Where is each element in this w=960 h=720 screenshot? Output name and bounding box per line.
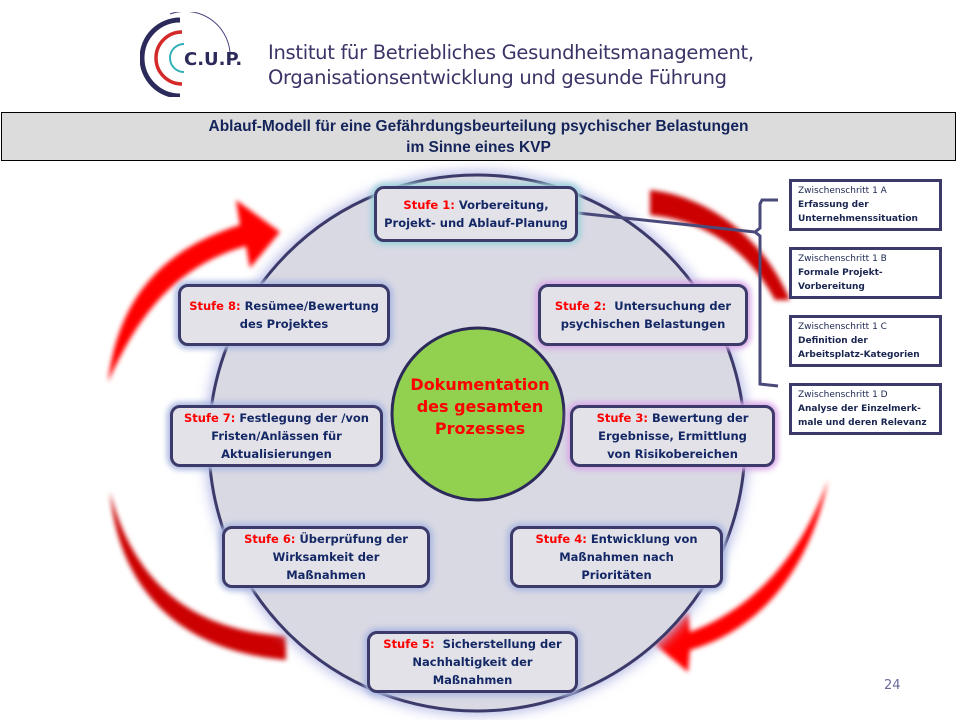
page-number: 24 — [884, 678, 901, 693]
institute-line-2: Organisationsentwicklung und gesunde Füh… — [268, 66, 727, 89]
substep-1a-title: Zwischenschritt 1 A — [798, 186, 887, 196]
stage-7-text-line-3: Aktualisierungen — [221, 447, 332, 461]
logo-outer-arc — [140, 17, 181, 97]
stage-1-label: Stufe 1: — [403, 198, 455, 212]
substep-1d-line-2: male und deren Relevanz — [798, 418, 927, 428]
substep-1c-line-2: Arbeitsplatz-Kategorien — [798, 350, 920, 360]
substep-1b-title: Zwischenschritt 1 B — [798, 254, 887, 264]
stage-8-box: Stufe 8: Resümee/Bewertung des Projektes — [178, 284, 390, 346]
stage-5-text-line-3: Maßnahmen — [432, 673, 513, 687]
center-circle — [390, 326, 566, 502]
stage-6-label: Stufe 6: — [244, 532, 296, 546]
substeps-bracket — [752, 198, 779, 388]
stage-5-box: Stufe 5: Sicherstellung der Nachhaltigke… — [367, 631, 578, 693]
stage-7-text-line-2: Fristen/Anlässen für — [211, 429, 342, 443]
substep-1a-line-2: Unternehmenssituation — [798, 214, 918, 224]
connector-line — [577, 211, 756, 234]
stage-2-label: Stufe 2: — [554, 299, 607, 313]
logo-text: C.U.P. — [184, 49, 242, 70]
substep-1d-line-1: Analyse der Einzelmerk- — [798, 404, 921, 414]
stage-4-text-line-3: Prioritäten — [581, 568, 652, 582]
institute-name: Institut für Betriebliches Gesundheitsma… — [268, 40, 754, 90]
arrow-bottom-right — [652, 480, 828, 672]
substep-1b-line-2: Vorbereitung — [798, 282, 865, 292]
substep-1c-line-1: Definition der — [798, 336, 868, 346]
title-line-1: Ablauf-Modell für eine Gefährdungsbeurte… — [208, 118, 749, 135]
substep-1c-title: Zwischenschritt 1 C — [798, 322, 887, 332]
stage-2-text-line-2: psychischen Belastungen — [560, 317, 726, 331]
logo-red-arc — [154, 30, 183, 86]
stage-3-text-line-3: von Risikobereichen — [607, 447, 738, 461]
stage-6-text-line-3: Maßnahmen — [286, 568, 366, 582]
stage-7-text-line-1: Festlegung der /von — [239, 411, 369, 425]
stage-1-box: Stufe 1: Vorbereitung, Projekt- und Abla… — [374, 186, 578, 242]
stage-3-text-line-2: Ergebnisse, Ermittlung — [598, 429, 747, 443]
stage-3-text-line-1: Bewertung der — [651, 411, 749, 425]
stage-6-text-line-1: Überprüfung der — [299, 532, 408, 546]
stage-6-text-line-2: Wirksamkeit der — [272, 550, 380, 564]
substep-1d-box: Zwischenschritt 1 D Analyse der Einzelme… — [789, 383, 942, 435]
stage-8-label: Stufe 8: — [189, 299, 241, 313]
substep-1a-line-1: Erfassung der — [798, 200, 869, 210]
stage-4-text-line-1: Entwicklung von — [590, 532, 698, 546]
stage-8-text-line-1: Resümee/Bewertung — [244, 299, 379, 313]
stage-3-box: Stufe 3: Bewertung der Ergebnisse, Ermit… — [570, 405, 775, 467]
substep-1a-box: Zwischenschritt 1 A Erfassung der Untern… — [789, 179, 942, 231]
stage-5-text-line-2: Nachhaltigkeit der — [412, 655, 533, 669]
center-line-3: Prozesses — [434, 419, 526, 438]
center-line-1: Dokumentation — [410, 375, 550, 394]
substep-1b-box: Zwischenschritt 1 B Formale Projekt- Vor… — [789, 247, 942, 299]
stage-7-box: Stufe 7: Festlegung der /von Fristen/Anl… — [170, 405, 383, 467]
substep-1d-title: Zwischenschritt 1 D — [798, 390, 888, 400]
logo-teal-arc — [169, 43, 185, 73]
stage-5-label: Stufe 5: — [383, 637, 435, 651]
arrow-top-left — [108, 200, 280, 382]
stage-4-label: Stufe 4: — [535, 532, 587, 546]
stage-4-box: Stufe 4: Entwicklung von Maßnahmen nach … — [510, 526, 723, 588]
stage-1-text-line-2: Projekt- und Ablauf-Planung — [384, 216, 568, 230]
institute-line-1: Institut für Betriebliches Gesundheitsma… — [268, 41, 754, 64]
title-bar: Ablauf-Modell für eine Gefährdungsbeurte… — [1, 112, 956, 161]
center-line-2: des gesamten — [416, 397, 544, 416]
cup-logo: C.U.P. — [140, 12, 242, 97]
stage-6-box: Stufe 6: Überprüfung der Wirksamkeit der… — [222, 526, 430, 588]
arrow-bottom-left — [110, 492, 286, 660]
stage-7-label: Stufe 7: — [184, 411, 236, 425]
stage-2-box: Stufe 2: Untersuchung der psychischen Be… — [538, 284, 748, 346]
substep-1c-box: Zwischenschritt 1 C Definition der Arbei… — [789, 315, 942, 367]
stage-4-text-line-2: Maßnahmen nach — [559, 550, 674, 564]
center-documentation-text: Dokumentation des gesamten Prozesses — [392, 374, 568, 440]
stage-8-text-line-2: des Projektes — [239, 317, 329, 331]
arrow-top-right — [650, 190, 790, 300]
stage-2-text-line-1: Untersuchung der — [614, 299, 732, 313]
title-line-2: im Sinne eines KVP — [406, 139, 551, 156]
substep-1b-line-1: Formale Projekt- — [798, 268, 883, 278]
logo-thin-arc — [169, 12, 231, 53]
stage-5-text-line-1: Sicherstellung der — [442, 637, 562, 651]
stage-1-text-line-1: Vorbereitung, — [458, 198, 549, 212]
stage-3-label: Stufe 3: — [596, 411, 648, 425]
